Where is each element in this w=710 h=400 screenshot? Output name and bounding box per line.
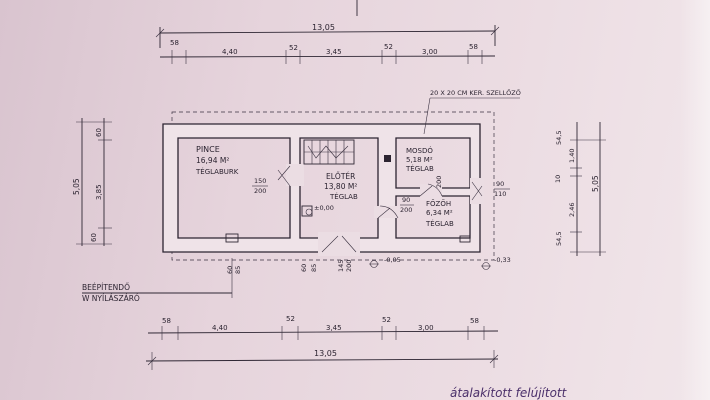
staircase <box>303 139 355 165</box>
room-fozoh-name: FŐZŐH <box>426 199 451 208</box>
room-mosdo: MOSDÓ 5,18 M² TÉGLAB <box>405 146 434 173</box>
bottom-seg-3: 52 <box>286 315 295 323</box>
beepitendo-line-2: W NYÍLÁSZÁRÓ <box>82 294 140 303</box>
opening-150-b: 200 <box>254 187 266 195</box>
opening-200: 200 <box>345 260 353 272</box>
bottom-seg-6: 3,00 <box>418 324 434 332</box>
left-dimensions: 5,05 60 3,85 60 <box>72 118 112 246</box>
right-seg-5: 54,5 <box>555 232 563 246</box>
right-total-dim: 5,05 <box>591 175 600 192</box>
opening-60: 60 <box>226 266 234 274</box>
room-eloter-material: TÉGLAB <box>329 192 358 201</box>
top-seg-3: 52 <box>289 44 298 52</box>
level-entry: -0,05 <box>384 256 401 264</box>
top-seg-1: 58 <box>170 39 179 47</box>
opening-60-b: 60 <box>300 264 308 272</box>
top-seg-6: 3,00 <box>422 48 438 56</box>
level-outside: -0,33 <box>494 256 511 264</box>
room-mosdo-name: MOSDÓ <box>406 146 433 155</box>
opening-150-a: 150 <box>254 177 266 185</box>
right-seg-4: 2,46 <box>568 203 576 217</box>
right-seg-3: 10 <box>554 175 562 183</box>
left-seg-3: 60 <box>90 233 98 242</box>
room-eloter: ELŐTÉR 13,80 M² TÉGLAB <box>324 172 358 201</box>
beepitendo-note: BEÉPÍTENDŐ W NYÍLÁSZÁRÓ <box>82 258 233 303</box>
bottom-seg-2: 4,40 <box>212 324 228 332</box>
room-fozoh: FŐZŐH 6,34 M² TÉGLAB <box>425 199 454 228</box>
top-dimensions: 13,05 58 4,40 52 3,45 52 3,00 58 <box>155 0 500 64</box>
opening-90-c: 90 <box>496 180 504 188</box>
room-pince-name: PINCE <box>196 145 220 154</box>
left-total-dim: 5,05 <box>72 178 81 195</box>
building: 20 X 20 CM KER. SZELLŐZŐ <box>162 88 521 261</box>
bottom-seg-1: 58 <box>162 317 171 325</box>
room-eloter-area: 13,80 M² <box>324 182 357 191</box>
room-pince-area: 16,94 M² <box>196 156 229 165</box>
top-seg-5: 52 <box>384 43 393 51</box>
bottom-seg-7: 58 <box>470 317 479 325</box>
top-seg-2: 4,40 <box>222 48 238 56</box>
room-pince: PINCE 16,94 M² TÉGLABURK <box>195 145 239 176</box>
opening-90-b: 200 <box>435 176 443 188</box>
bottom-seg-4: 3,45 <box>326 324 342 332</box>
opening-85-b: 85 <box>310 264 318 272</box>
right-dimensions: 54,5 1,40 10 2,46 54,5 5,05 <box>554 122 606 256</box>
top-seg-7: 58 <box>469 43 478 51</box>
opening-labels: 150 200 90 200 200 90 110 60 85 60 85 14… <box>226 176 510 274</box>
right-seg-2: 1,40 <box>568 149 576 163</box>
level-floor: ±0,00 <box>314 204 334 212</box>
room-fozoh-material: TÉGLAB <box>425 219 454 228</box>
top-seg-4: 3,45 <box>326 48 342 56</box>
opening-145: 145 <box>337 260 345 272</box>
opening-110: 110 <box>494 190 506 198</box>
bottom-caption: átalakított felújított <box>450 386 568 400</box>
ventilator-label: 20 X 20 CM KER. SZELLŐZŐ <box>430 88 521 97</box>
opening-90-a: 90 <box>402 196 410 204</box>
room-eloter-name: ELŐTÉR <box>326 172 355 181</box>
paper-edge <box>680 0 710 400</box>
bottom-dimensions: 58 4,40 52 3,45 52 3,00 58 13,05 <box>145 315 499 370</box>
top-total-dim: 13,05 <box>312 23 335 32</box>
left-seg-2: 3,85 <box>95 184 103 200</box>
right-seg-1: 54,5 <box>555 131 563 145</box>
room-fozoh-area: 6,34 M² <box>426 209 453 217</box>
room-mosdo-area: 5,18 M² <box>406 156 433 164</box>
chimney-block <box>384 155 391 162</box>
room-pince-material: TÉGLABURK <box>195 167 239 176</box>
opening-85: 85 <box>234 266 242 274</box>
opening-90-a2: 200 <box>400 206 412 214</box>
level-marks: ±0,00 -0,05 -0,33 <box>305 204 511 270</box>
bottom-seg-5: 52 <box>382 316 391 324</box>
left-seg-1: 60 <box>95 128 103 137</box>
bottom-total-dim: 13,05 <box>314 349 337 358</box>
beepitendo-line-1: BEÉPÍTENDŐ <box>82 283 130 292</box>
room-mosdo-material: TÉGLAB <box>405 164 434 173</box>
